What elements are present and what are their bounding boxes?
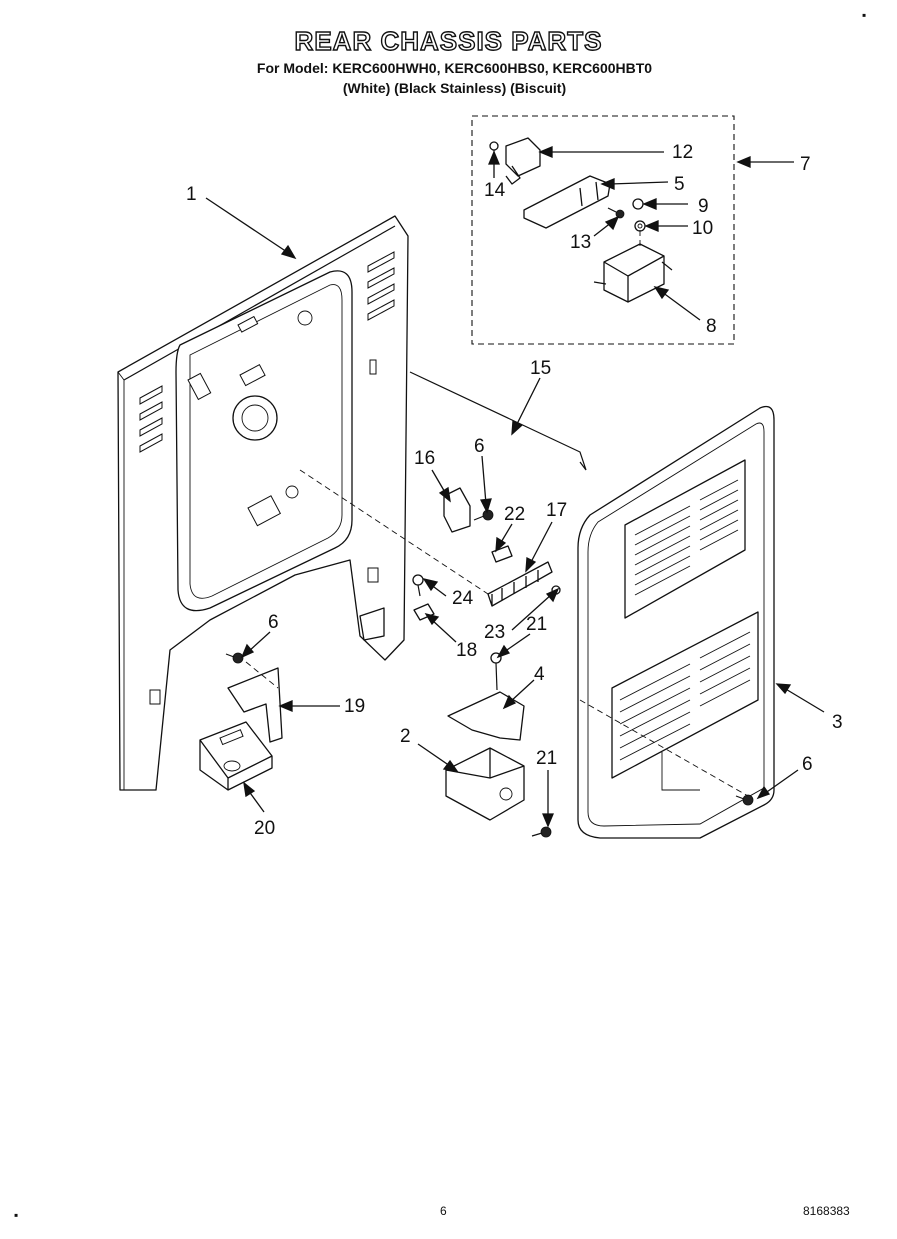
rod-part-15 [409, 371, 587, 471]
callout-18: 18 [456, 640, 477, 661]
callout-17: 17 [546, 500, 567, 521]
callout-6-right: 6 [802, 754, 813, 775]
callout-20: 20 [254, 818, 275, 839]
callout-labels: 1 2 3 4 5 6 6 6 7 8 9 10 12 13 14 15 16 … [186, 142, 843, 839]
document-number: 8168383 [803, 1204, 850, 1218]
upper-vent-grille [634, 479, 739, 596]
callout-15: 15 [530, 358, 551, 379]
screw-part-6-right [735, 794, 754, 806]
cover-part-20 [199, 721, 273, 791]
screw-part-13 [607, 207, 625, 219]
callout-13: 13 [570, 232, 591, 253]
callout-6-center: 6 [474, 436, 485, 457]
callout-2: 2 [400, 726, 411, 747]
model-list: For Model: KERC600HWH0, KERC600HBS0, KER… [256, 60, 653, 76]
screw-part-6-left [225, 652, 244, 664]
screw-part-6-center [473, 509, 494, 521]
rear-panel-part-1 [117, 215, 409, 791]
callout-7: 7 [800, 154, 811, 175]
callout-16: 16 [414, 448, 435, 469]
callout-19: 19 [344, 696, 365, 717]
bracket-part-19 [227, 667, 283, 743]
callout-14: 14 [484, 180, 506, 201]
bracket-part-16 [443, 487, 471, 533]
back-cover-part-3 [577, 405, 775, 839]
lower-vent-grille [619, 631, 751, 761]
screw-part-22 [491, 545, 513, 563]
box-bracket-part-2 [445, 747, 525, 821]
page-title: REAR CHASSIS PARTS [294, 25, 603, 56]
callout-8: 8 [706, 316, 717, 337]
corner-mark-top: ▪ [862, 8, 867, 22]
screw-part-21-upper [490, 652, 502, 691]
washer-part-10 [634, 220, 646, 232]
screw-part-9 [632, 198, 644, 210]
callout-4: 4 [534, 664, 545, 685]
screw-part-24 [412, 574, 424, 597]
callout-22: 22 [504, 504, 525, 525]
bracket-part-5 [523, 175, 611, 229]
callout-6-left: 6 [268, 612, 279, 633]
callout-3: 3 [832, 712, 843, 733]
callout-9: 9 [698, 196, 709, 217]
callout-12: 12 [672, 142, 693, 163]
callout-23: 23 [484, 622, 505, 643]
right-vents [367, 251, 395, 321]
left-vents [139, 385, 163, 453]
screw-part-21-lower [531, 826, 552, 838]
solenoid-part-8 [603, 243, 665, 303]
corner-mark-bottom: ▪ [14, 1208, 19, 1222]
switch-part-12 [505, 137, 541, 185]
callout-24: 24 [452, 588, 474, 609]
page-number: 6 [440, 1204, 447, 1218]
callout-10: 10 [692, 218, 713, 239]
callout-1: 1 [186, 184, 197, 205]
leader-lines [205, 146, 825, 828]
callout-21-lower: 21 [536, 748, 557, 769]
alignment-lines [245, 230, 749, 797]
terminal-block-part-17 [487, 561, 553, 607]
callout-5: 5 [674, 174, 685, 195]
color-list: (White) (Black Stainless) (Biscuit) [342, 80, 567, 96]
assembly-box-7 [471, 115, 735, 345]
callout-21-upper: 21 [526, 614, 547, 635]
